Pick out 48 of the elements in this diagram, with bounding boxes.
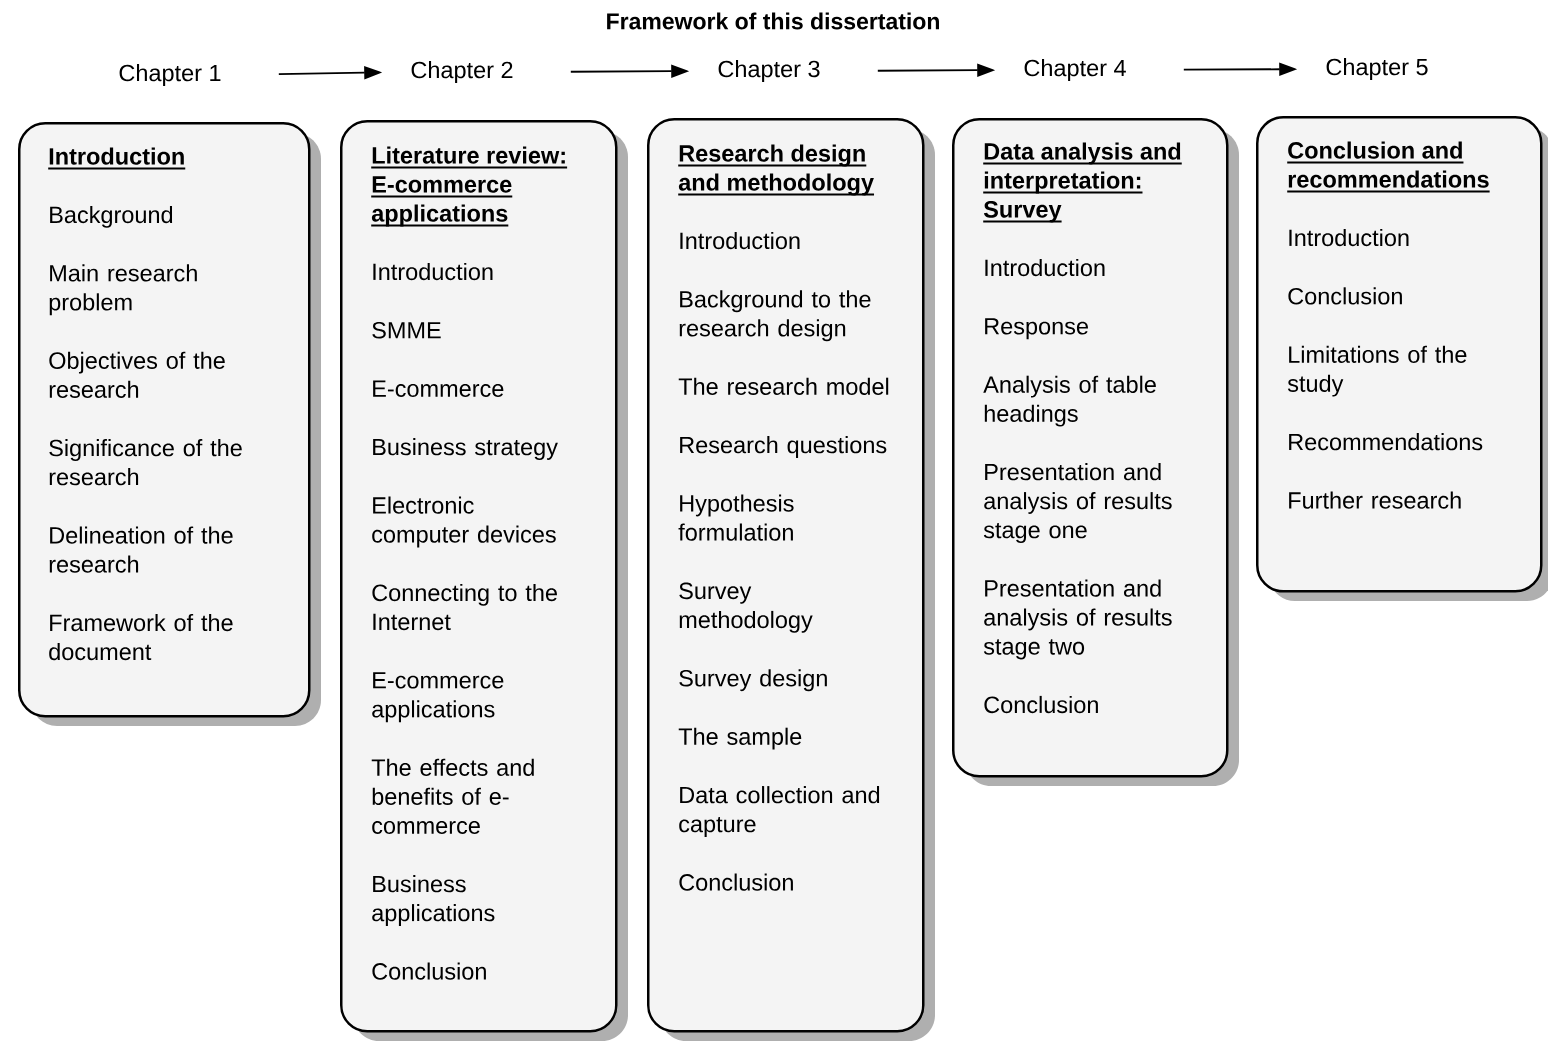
section-item: Objectives of the research [49, 351, 225, 398]
section-item: Introduction [373, 262, 493, 281]
section-item: Significance of the research [49, 439, 242, 486]
section-item: Further research [1289, 491, 1461, 509]
section-item: Introduction [985, 258, 1105, 277]
section-item: Limitations of the study [1287, 345, 1467, 397]
section-item: Electronic computer devices [372, 496, 556, 548]
chapter-label: Chapter 4 [1024, 59, 1126, 81]
section-item: Main research problem [49, 264, 197, 316]
section-item: Business strategy [373, 438, 558, 460]
chapter-label: Chapter 1 [119, 64, 221, 86]
section-item: Background to the research design [679, 290, 871, 342]
section-item: Response [985, 318, 1088, 340]
section-item: Survey design [679, 669, 827, 692]
title: Framework of this dissertation [607, 12, 939, 30]
section-item: Conclusion [984, 695, 1098, 714]
section-item: Delineation of the research [49, 526, 233, 573]
section-item: SMME [372, 321, 441, 339]
section-item: Conclusion [1288, 287, 1402, 305]
section-item: The effects and benefits of e-commerce [371, 758, 534, 834]
section-heading: Introduction [47, 147, 187, 170]
section-item: The sample [678, 727, 802, 750]
section-item: Presentation and analysis of results stage one [983, 463, 1172, 543]
section-heading: Data analysis and interpretation: Survey [982, 142, 1183, 223]
section-item: Data collection and capture [679, 786, 880, 837]
section-item: Presentation and analysis of results stage two [983, 579, 1172, 660]
section-item: Analysis of table headings [983, 375, 1156, 427]
chapter-label: Chapter 3 [718, 60, 820, 82]
chapter-label: Chapter 5 [1326, 58, 1428, 80]
section-item: Connecting to the Internet [372, 583, 557, 631]
section-item: Research questions [680, 436, 887, 458]
section-heading: Literature review: E-commerce applications [370, 146, 569, 227]
section-item: Introduction [1289, 228, 1409, 247]
section-item: Recommendations [1289, 433, 1483, 451]
section-item: The research model [678, 377, 889, 395]
section-item: E-commerce [373, 380, 504, 397]
section-item: Introduction [680, 231, 800, 250]
section-item: Survey methodology [679, 582, 813, 633]
section-item: Business applications [372, 875, 495, 926]
section-heading: Conclusion and recommendations [1286, 141, 1491, 193]
section-heading: Research design and methodology [677, 144, 876, 196]
chapter-label: Chapter 2 [411, 61, 513, 83]
section-item: Conclusion [679, 873, 793, 891]
section-item: Hypothesis formulation [678, 494, 794, 541]
section-item: Background [50, 205, 173, 228]
section-item: Conclusion [372, 962, 486, 980]
section-item: E-commerce applications [372, 672, 504, 723]
section-item: Framework of the document [49, 613, 233, 661]
